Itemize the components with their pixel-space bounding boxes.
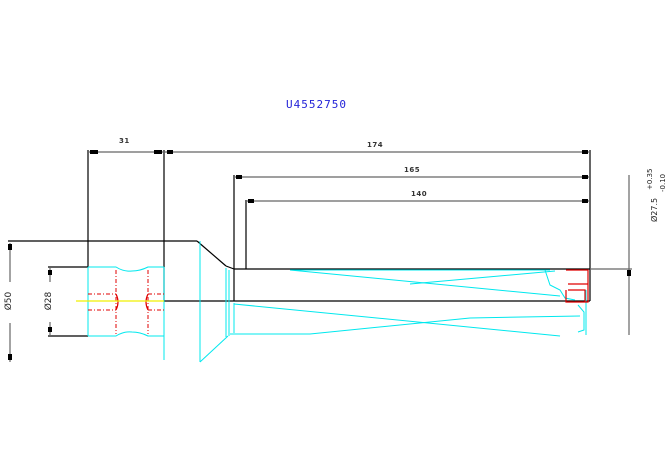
dim-overall-length: 174 (367, 141, 384, 149)
tool-geometry (87, 241, 587, 363)
dim-drill-tolerance-upper: +0.35 (646, 168, 654, 190)
part-number-title: U4552750 (286, 98, 347, 111)
dim-bore-diameter: Ø28 (44, 291, 54, 311)
dim-drill-diameter: Ø27.5 (650, 197, 659, 222)
dim-flute-length-1: 165 (404, 166, 421, 174)
dim-drill-tolerance-lower: -0.10 (659, 173, 667, 192)
hidden-features (88, 270, 164, 334)
shank-outline (8, 150, 591, 337)
dimension-arrows (8, 150, 631, 360)
dim-shank-length: 31 (119, 137, 130, 145)
insert-pocket (115, 269, 589, 311)
dim-flute-length-2: 140 (411, 190, 428, 198)
dim-shank-diameter: Ø50 (4, 291, 14, 311)
dimension-lines (9, 151, 632, 362)
